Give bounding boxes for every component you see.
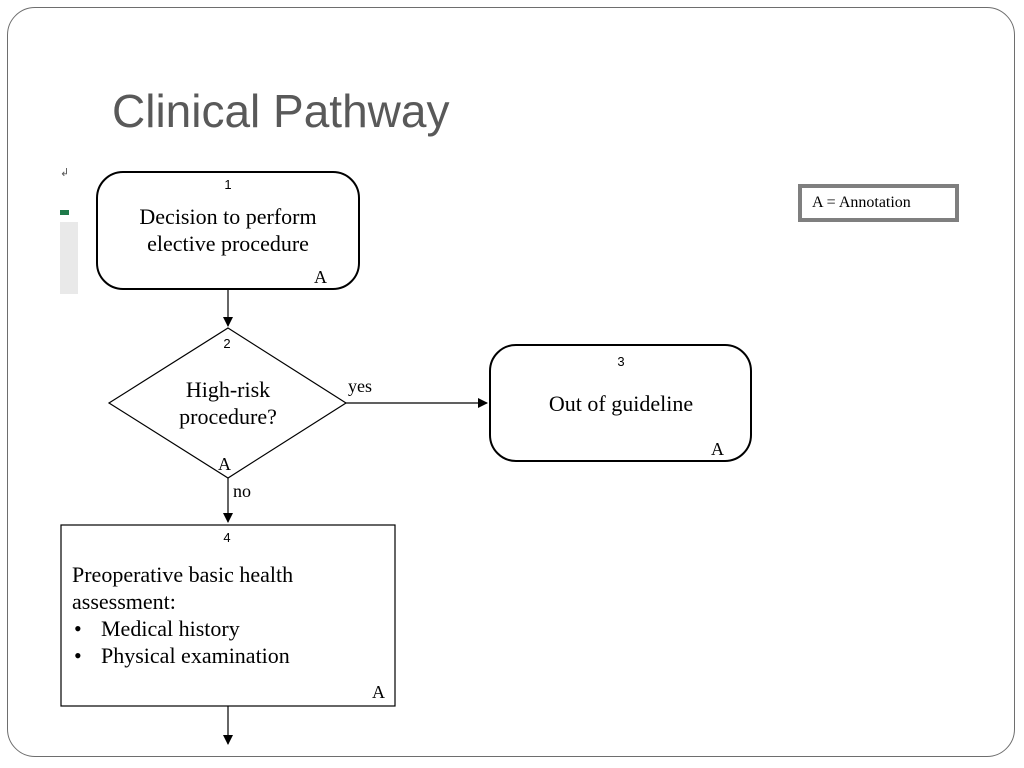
node-1-label-line-1: Decision to perform — [139, 204, 316, 229]
node-4-label-line-2: assessment: — [72, 589, 176, 614]
node-4-shape — [60, 524, 396, 707]
node-3-shape — [489, 344, 752, 462]
node-3-annotation: A — [711, 439, 724, 459]
node-1-label-line-2: elective procedure — [147, 231, 309, 256]
node-2-number: 2 — [223, 336, 230, 351]
node-4-label-line-1: Preoperative basic health — [72, 562, 293, 587]
node-4: 4 Preoperative basic health assessment: … — [60, 524, 396, 707]
node-1-annotation: A — [314, 267, 327, 287]
node-2-label-line-2: procedure? — [179, 404, 277, 429]
node-3-number: 3 — [617, 354, 624, 369]
node-3: 3 Out of guideline A — [489, 344, 752, 462]
node-4-bullet-1: • — [74, 616, 82, 641]
node-4-number: 4 — [223, 530, 230, 545]
node-2: 2 High-risk procedure? A — [107, 327, 348, 479]
node-1: 1 Decision to perform elective procedure… — [96, 171, 360, 290]
node-1-number: 1 — [224, 177, 231, 192]
node-4-annotation: A — [372, 682, 385, 702]
edge-no-label: no — [233, 481, 251, 501]
edge-yes-label: yes — [348, 376, 372, 396]
node-4-label-line-4: Physical examination — [101, 643, 290, 668]
paste-marker-glyph: ↲ — [60, 167, 70, 179]
node-4-label-line-3: Medical history — [101, 616, 240, 641]
node-2-annotation: A — [218, 454, 231, 474]
paste-artifact-bar — [60, 222, 78, 294]
node-3-label-line-1: Out of guideline — [549, 391, 693, 416]
paste-artifact-dash — [60, 210, 69, 215]
annotation-legend: A = Annotation — [798, 184, 959, 222]
node-4-bullet-2: • — [74, 643, 82, 668]
node-2-label-line-1: High-risk — [186, 377, 270, 402]
slide-title: Clinical Pathway — [112, 85, 450, 137]
